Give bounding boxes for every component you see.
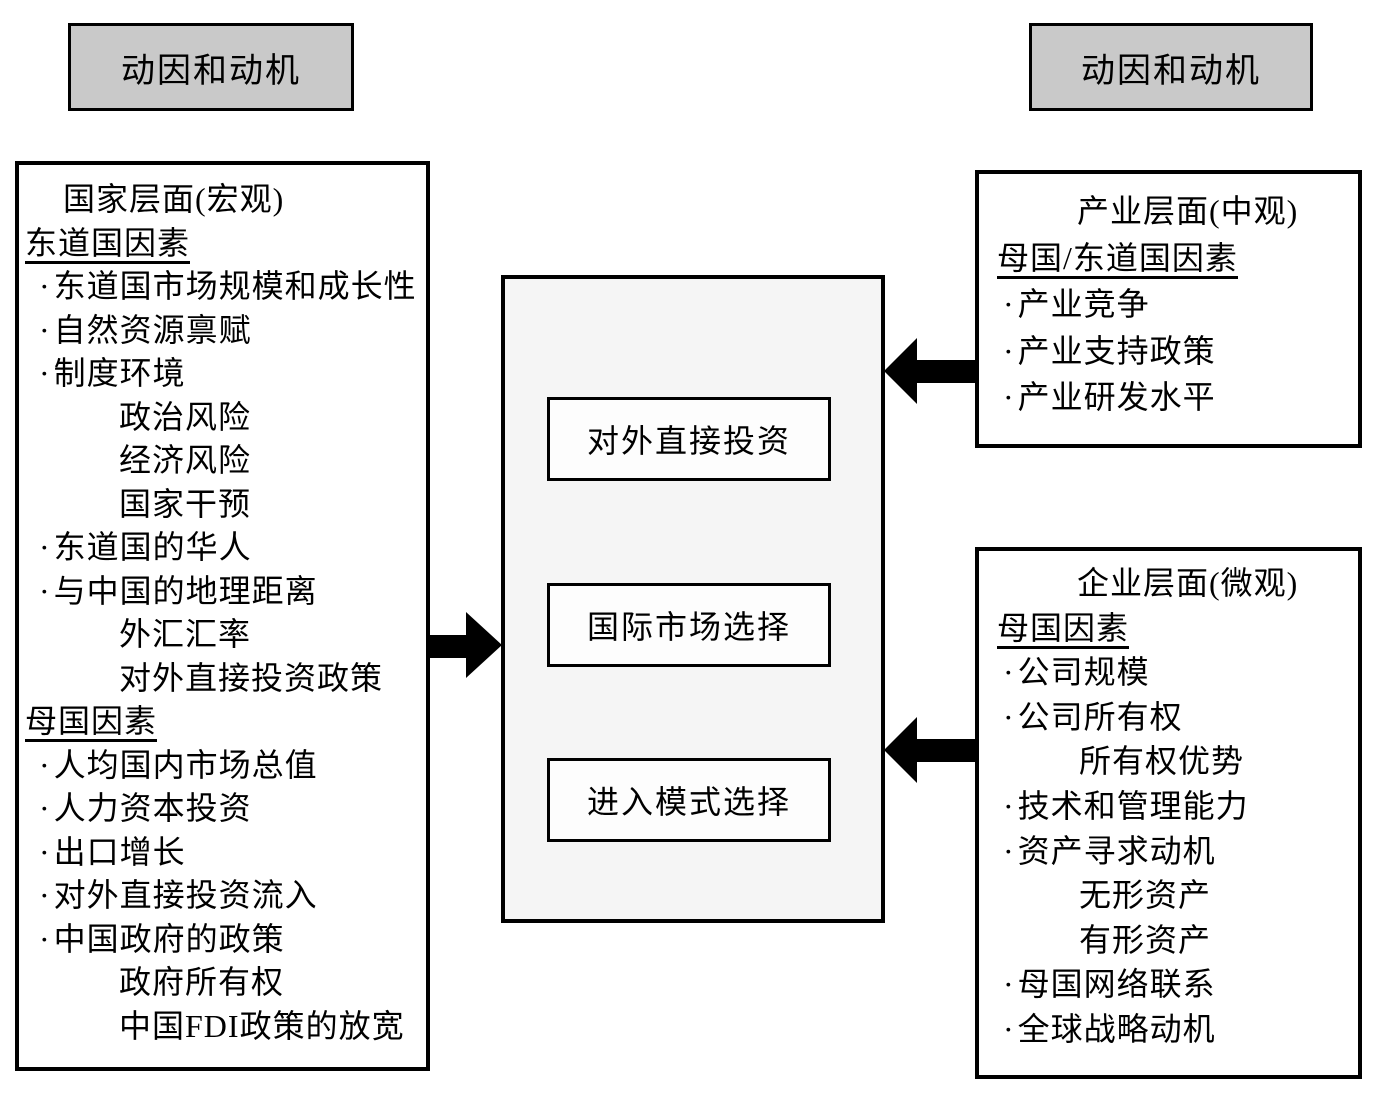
list-item: 经济风险 <box>19 439 426 483</box>
list-item-text: 产业研发水平 <box>1003 379 1216 415</box>
list-item-text: 对外直接投资政策 <box>119 659 384 696</box>
list-item: 东道国的华人 <box>19 526 426 570</box>
list-item-text: 全球战略动机 <box>1003 1011 1216 1047</box>
country-box-title: 国家层面(宏观) <box>63 181 285 217</box>
list-item-text: 与中国的地理距离 <box>39 573 318 609</box>
list-item-text: 公司所有权 <box>1003 699 1183 735</box>
list-item-text: 母国/东道国因素 <box>997 240 1238 279</box>
list-item: 公司所有权 <box>979 695 1358 740</box>
firm-level-box: 企业层面(微观) 母国因素 公司规模 公司所有权 所有权优势 技术和管理能力 资… <box>975 547 1362 1079</box>
list-item-text: 制度环境 <box>39 355 186 391</box>
list-item-text: 政治风险 <box>119 398 252 435</box>
list-item-text: 母国因素 <box>25 703 158 743</box>
list-item: 出口增长 <box>19 831 426 875</box>
list-item: 自然资源禀赋 <box>19 309 426 353</box>
list-item-text: 东道国市场规模和成长性 <box>39 268 417 304</box>
list-item-text: 出口增长 <box>39 834 186 870</box>
arrow-left-icon <box>884 338 975 404</box>
list-item-text: 所有权优势 <box>1079 743 1245 780</box>
list-item-text: 人力资本投资 <box>39 790 252 826</box>
list-item-text: 东道国的华人 <box>39 529 252 565</box>
drivers-label-right-text: 动因和动机 <box>1081 52 1261 90</box>
decision-process-box: 对外直接投资 国际市场选择 进入模式选择 <box>501 275 885 923</box>
list-item: 母国因素 <box>979 606 1358 651</box>
process-step-entry-mode: 进入模式选择 <box>547 758 831 842</box>
list-item-text: 产业支持政策 <box>1003 333 1216 369</box>
list-item: 东道国市场规模和成长性 <box>19 265 426 309</box>
list-item: 中国FDI政策的放宽 <box>19 1005 426 1049</box>
list-item-text: 自然资源禀赋 <box>39 312 252 348</box>
list-item: 国家干预 <box>19 483 426 527</box>
list-item: 人力资本投资 <box>19 787 426 831</box>
industry-box-title: 产业层面(中观) <box>1077 193 1299 229</box>
list-item-text: 对外直接投资流入 <box>39 877 318 913</box>
arrow-left-icon <box>884 717 975 783</box>
list-item-text: 经济风险 <box>119 442 252 478</box>
list-item: 母国/东道国因素 <box>979 235 1358 282</box>
list-item: 技术和管理能力 <box>979 784 1358 829</box>
list-item: 对外直接投资政策 <box>19 657 426 701</box>
list-item: 产业研发水平 <box>979 374 1358 421</box>
list-item: 无形资产 <box>979 873 1358 918</box>
drivers-label-left: 动因和动机 <box>68 23 354 111</box>
process-step-text: 进入模式选择 <box>586 784 791 820</box>
list-item: 与中国的地理距离 <box>19 570 426 614</box>
list-item-text: 产业竞争 <box>1003 286 1150 322</box>
industry-level-box: 产业层面(中观) 母国/东道国因素 产业竞争 产业支持政策 产业研发水平 <box>975 170 1362 448</box>
list-item: 母国因素 <box>19 700 426 744</box>
drivers-label-right: 动因和动机 <box>1029 23 1313 111</box>
list-item: 产业竞争 <box>979 281 1358 328</box>
list-item: 资产寻求动机 <box>979 829 1358 874</box>
list-item-text: 外汇汇率 <box>119 616 252 652</box>
country-level-box: 国家层面(宏观) 东道国因素 东道国市场规模和成长性 自然资源禀赋 制度环境 政… <box>15 161 430 1071</box>
list-item-text: 技术和管理能力 <box>1003 788 1249 824</box>
firm-box-title: 企业层面(微观) <box>1077 565 1299 601</box>
list-item: 东道国因素 <box>19 222 426 266</box>
list-item-text: 有形资产 <box>1079 921 1212 958</box>
list-item: 政治风险 <box>19 396 426 440</box>
list-item: 所有权优势 <box>979 739 1358 784</box>
list-item: 对外直接投资流入 <box>19 874 426 918</box>
list-item-text: 公司规模 <box>1003 654 1150 690</box>
list-item: 母国网络联系 <box>979 962 1358 1007</box>
list-item-text: 中国政府的政策 <box>39 921 285 957</box>
process-step-text: 对外直接投资 <box>586 423 791 459</box>
list-item-text: 人均国内市场总值 <box>39 747 318 783</box>
list-item: 全球战略动机 <box>979 1007 1358 1052</box>
process-step-text: 国际市场选择 <box>586 609 791 645</box>
list-item-text: 中国FDI政策的放宽 <box>119 1007 405 1044</box>
list-item-text: 政府所有权 <box>119 964 285 1000</box>
process-step-market-selection: 国际市场选择 <box>547 583 831 667</box>
list-item-text: 母国网络联系 <box>1003 966 1216 1002</box>
list-item-text: 无形资产 <box>1079 877 1212 914</box>
list-item-text: 母国因素 <box>997 610 1130 649</box>
list-item: 人均国内市场总值 <box>19 744 426 788</box>
process-step-ofdi: 对外直接投资 <box>547 397 831 481</box>
list-item: 外汇汇率 <box>19 613 426 657</box>
list-item: 中国政府的政策 <box>19 918 426 962</box>
list-item: 有形资产 <box>979 918 1358 963</box>
drivers-label-left-text: 动因和动机 <box>121 52 301 90</box>
list-item: 制度环境 <box>19 352 426 396</box>
list-item: 公司规模 <box>979 650 1358 695</box>
list-item: 产业支持政策 <box>979 328 1358 375</box>
arrow-right-icon <box>430 612 502 678</box>
list-item-text: 国家干预 <box>119 485 252 522</box>
list-item-text: 资产寻求动机 <box>1003 833 1216 869</box>
list-item: 政府所有权 <box>19 961 426 1005</box>
list-item-text: 东道国因素 <box>25 225 191 264</box>
